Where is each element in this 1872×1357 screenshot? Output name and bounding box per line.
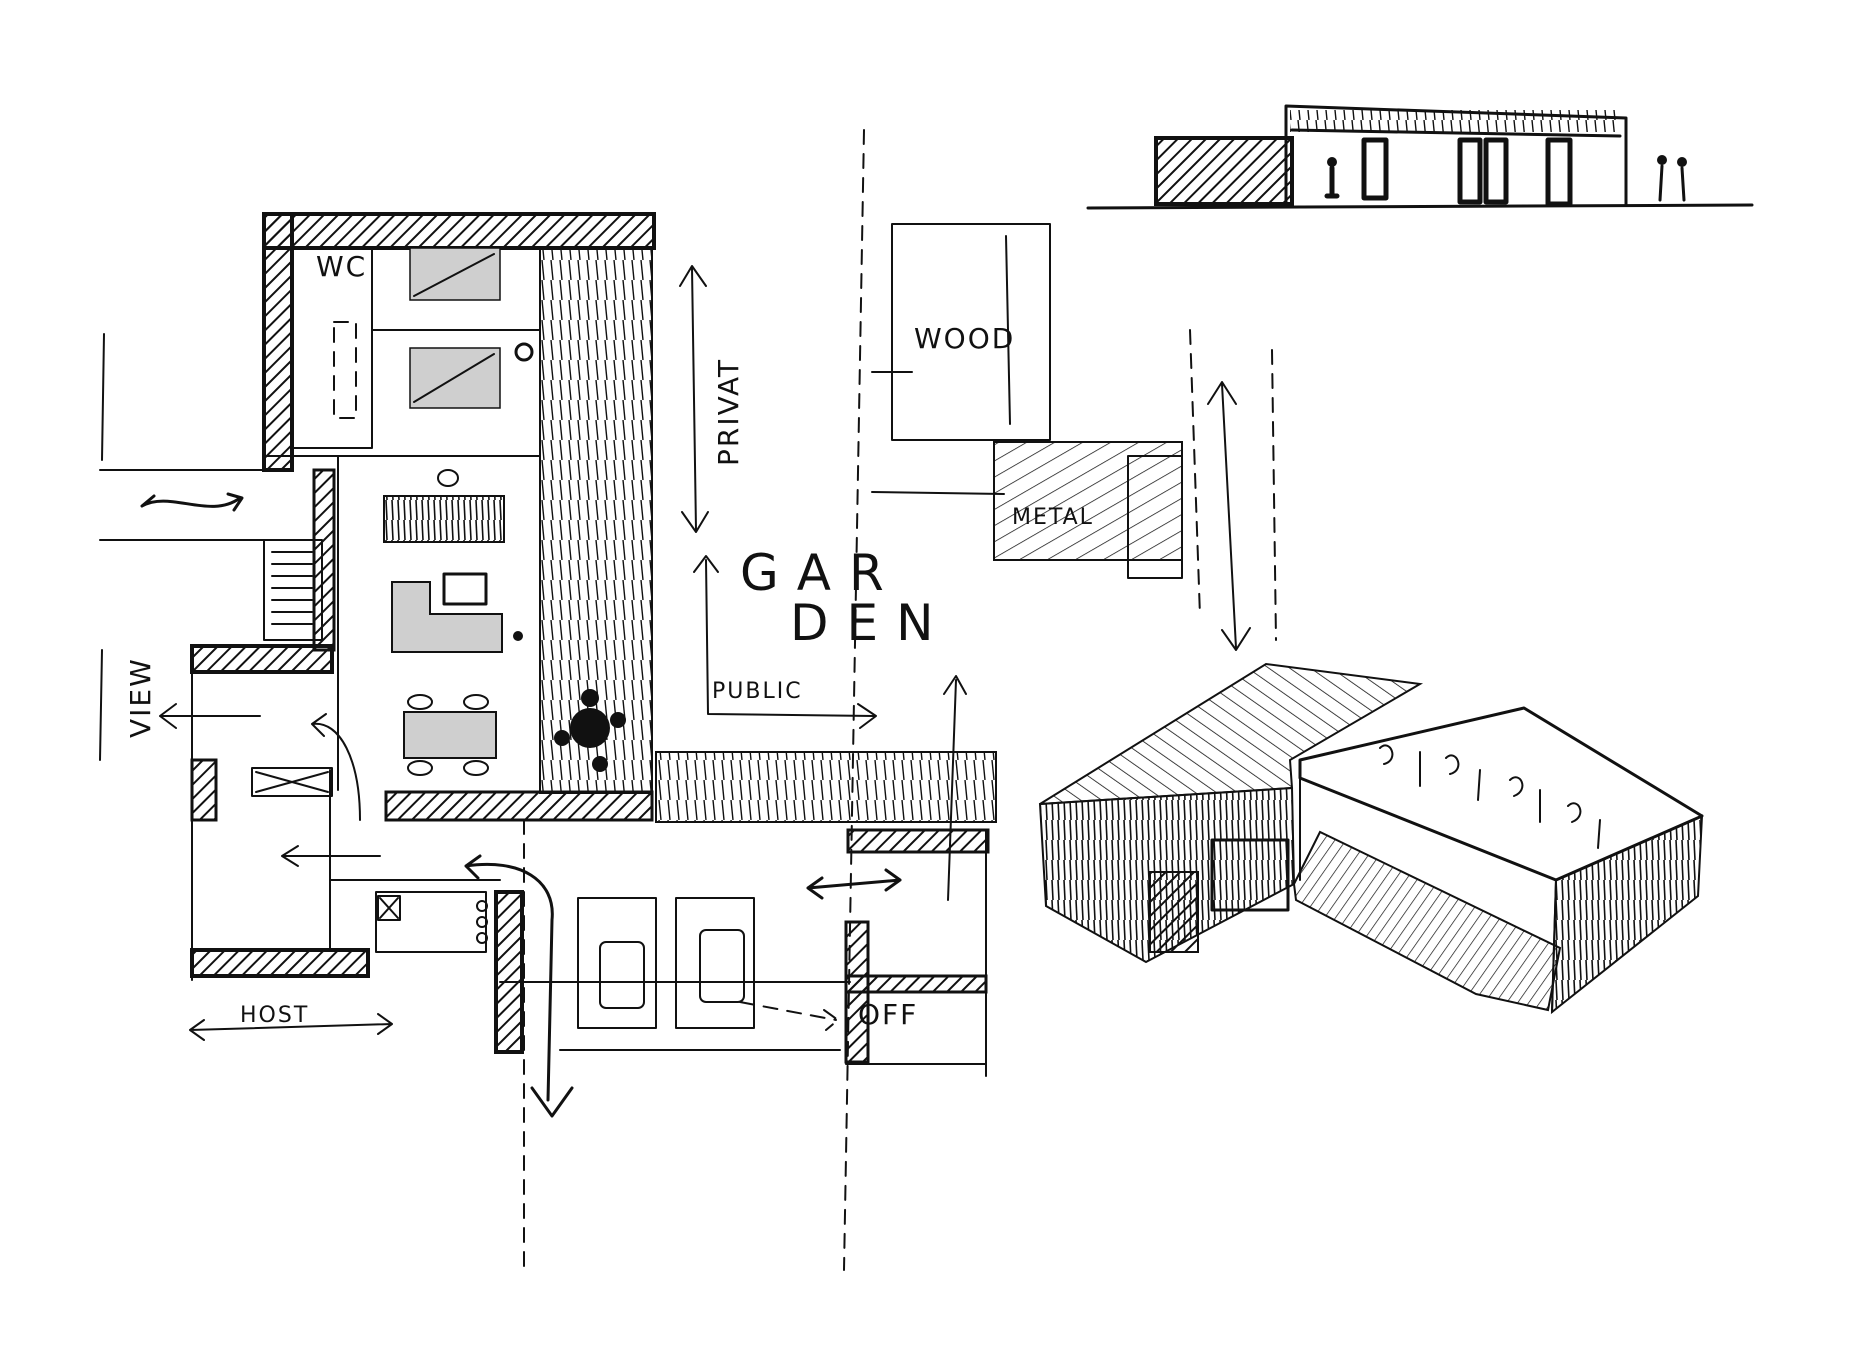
wood-volume: [891, 223, 1051, 441]
metal-axis: [1189, 329, 1201, 617]
axo-courtyard: [1292, 830, 1562, 1012]
person-figure-2: [1657, 155, 1667, 202]
hall-arrow: [311, 713, 361, 821]
material-diagram: WOOD METAL: [871, 223, 1277, 651]
closet-outline: [333, 321, 357, 419]
guest-shelf: [251, 767, 333, 797]
sofa-1: [383, 495, 505, 543]
car-1: [599, 941, 645, 1009]
axo-roof-left: [1039, 662, 1424, 805]
elevation-window-3: [1545, 137, 1573, 207]
metal-label: METAL: [1012, 505, 1094, 530]
wood-label: WOOD: [914, 322, 1015, 355]
axo-opening: [1210, 838, 1290, 912]
elevation-dark-volume: [1154, 136, 1294, 206]
elevation-window-1: [1457, 137, 1483, 205]
office-wall-mid: [844, 974, 988, 994]
sofa-sectional: [391, 581, 503, 653]
axo-door-dark: [1149, 871, 1199, 953]
wc-label: WC: [316, 250, 367, 283]
car-2: [699, 929, 745, 1003]
privat-label: PRIVAT: [712, 358, 745, 466]
elevation-roof-slats: [1290, 110, 1620, 132]
parking-bay-2: [675, 897, 755, 1029]
garden-label-line2: DEN: [790, 594, 952, 652]
wall-guest-north: [190, 644, 334, 674]
axo-garden-symbols: [1379, 744, 1601, 849]
floor-plan: WC: [99, 129, 997, 1273]
elevation-sketch: [1086, 104, 1754, 210]
outdoor-table: [554, 689, 626, 772]
armchair: [442, 572, 488, 606]
person-figure-1: [1324, 157, 1340, 199]
lamp-symbol: [514, 342, 534, 362]
parking-bay-1: [577, 897, 657, 1029]
person-figure-3: [1677, 157, 1687, 202]
axonometric-sketch: [1038, 662, 1704, 1015]
view-arrow: [159, 703, 261, 729]
garden-label-line1: GAR: [740, 544, 902, 602]
host-label: HOST: [240, 1003, 309, 1028]
host-dimension: [189, 1013, 393, 1041]
entry-column: [494, 890, 524, 1054]
public-arrow: [693, 555, 877, 729]
garage-to-office-arrow: [739, 1001, 839, 1031]
column-dark: [312, 468, 336, 652]
entry-arrow: [464, 854, 574, 1118]
dining-chairs: [407, 694, 489, 776]
metal-box: [1127, 455, 1183, 579]
stove: [476, 900, 488, 944]
view-label: VIEW: [124, 657, 157, 738]
office-wall-north: [846, 828, 990, 854]
wall-guest-south: [190, 948, 370, 978]
axo-wall-right: [1550, 814, 1704, 1015]
living-lamp: [437, 469, 459, 487]
kitchen-counter: [375, 891, 487, 953]
view-marker: [99, 649, 103, 761]
wall-north: [262, 212, 656, 250]
south-wing-roof: [655, 751, 997, 823]
elevation-window-2: [1483, 137, 1509, 205]
public-label: PUBLIC: [712, 679, 803, 704]
office-label: OFF: [858, 998, 918, 1031]
elevation-door-1: [1361, 137, 1389, 201]
metal-volume: [993, 441, 1183, 561]
ground-line: [1086, 203, 1754, 210]
side-table: [513, 631, 523, 641]
wall-guest-west: [190, 758, 218, 822]
privat-arrow: [679, 265, 709, 533]
sink: [377, 895, 401, 921]
corridor-arrow: [140, 492, 244, 512]
wc-room: [291, 247, 373, 449]
office-arrow: [806, 868, 902, 900]
axis-line-right: [843, 129, 865, 1271]
guest-arrow: [281, 845, 381, 867]
wall-south-living: [384, 790, 654, 822]
wall-west-bedrooms: [262, 212, 294, 472]
dining-table: [403, 711, 497, 759]
south-vertical-arrow: [943, 675, 967, 901]
metal-arrow: [1207, 381, 1251, 651]
